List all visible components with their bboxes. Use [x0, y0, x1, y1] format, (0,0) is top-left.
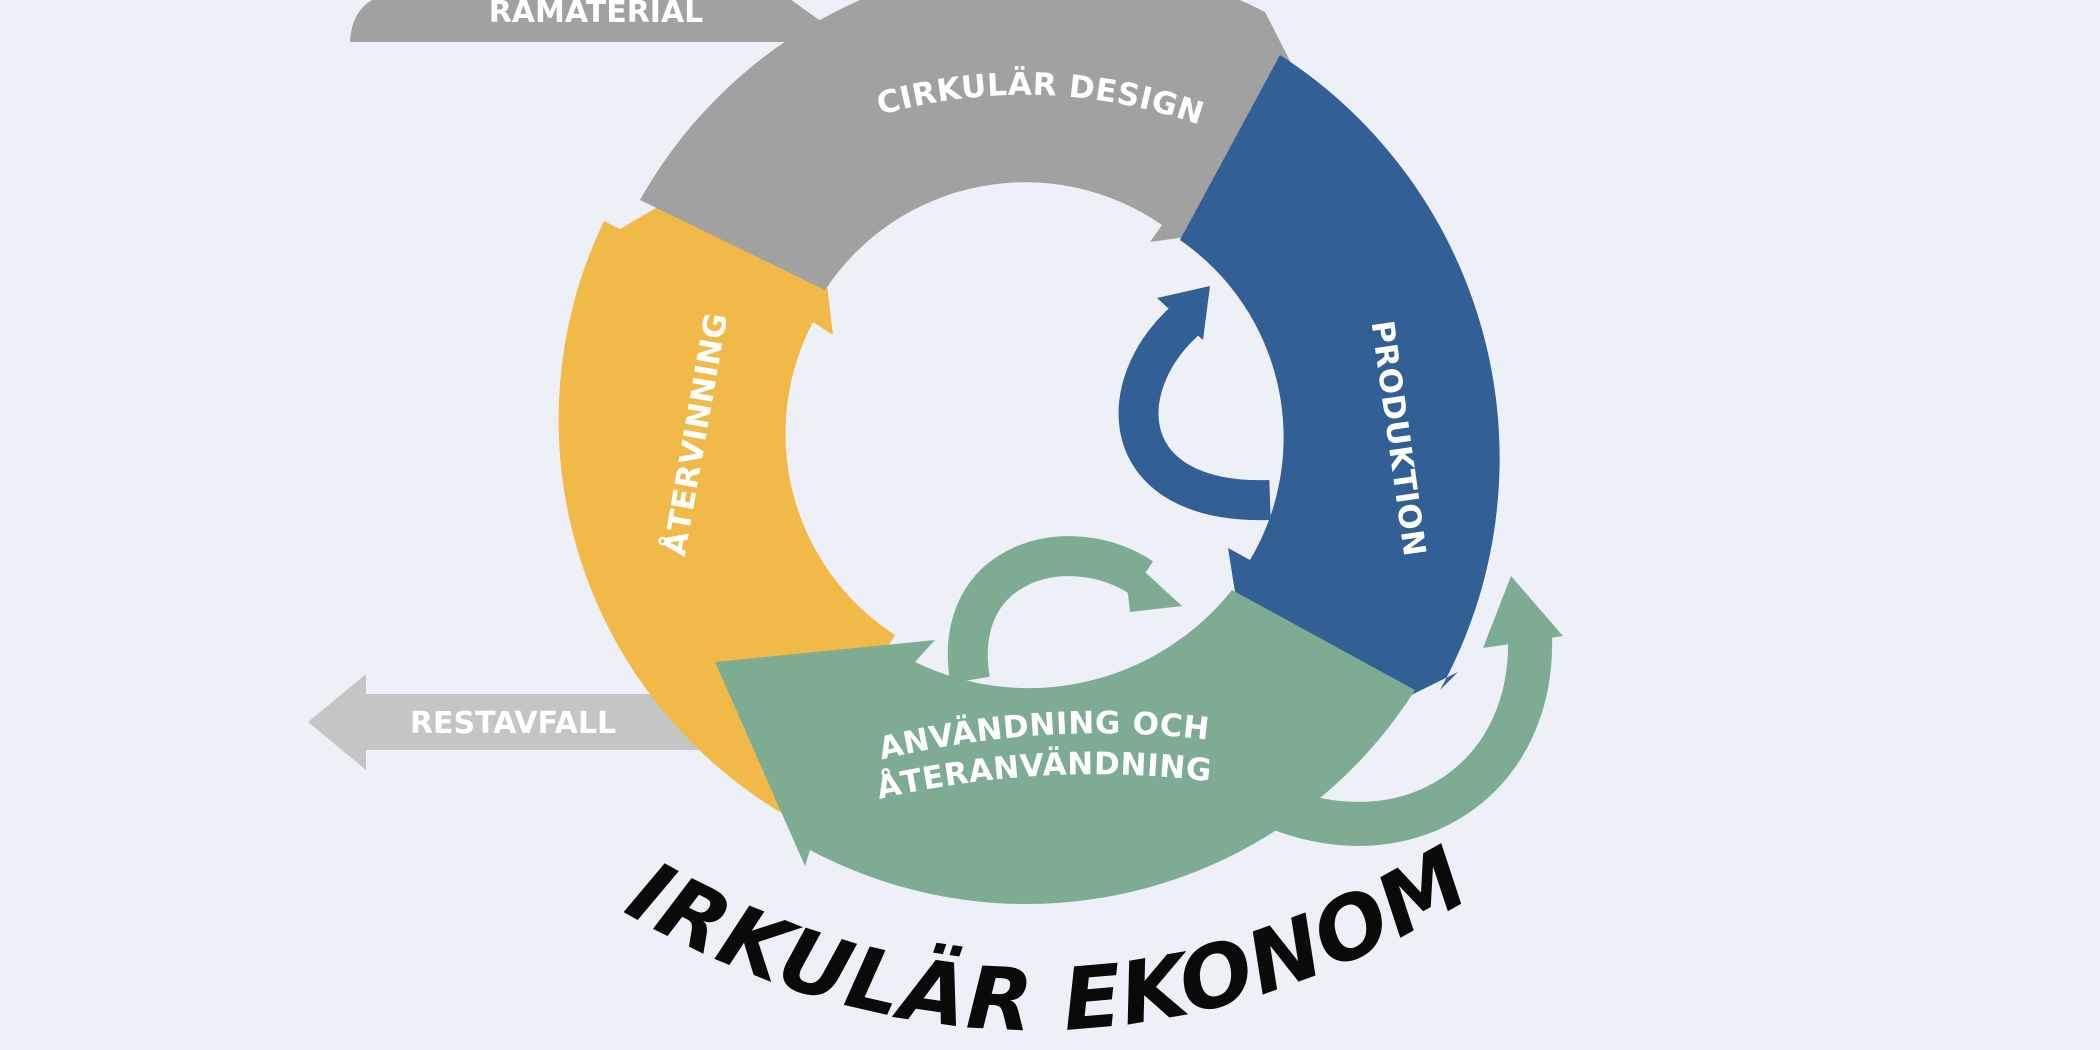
- production-loop-arrow: [1118, 286, 1271, 521]
- raw-material-label: RÅMATERIAL: [489, 0, 704, 30]
- circular-design-segment: [640, 0, 1367, 290]
- raw-material-inflow-arrow: [350, 0, 850, 42]
- large-reuse-loop-arrow: [1269, 576, 1563, 846]
- use-and-reuse-segment: [715, 590, 1415, 905]
- production-segment: [1180, 55, 1500, 768]
- reuse-loop-arrow: [947, 536, 1182, 684]
- recycling-segment: [558, 120, 895, 815]
- residual-waste-outflow-arrow: [308, 674, 705, 770]
- residual-waste-label: RESTAVFALL: [410, 706, 616, 741]
